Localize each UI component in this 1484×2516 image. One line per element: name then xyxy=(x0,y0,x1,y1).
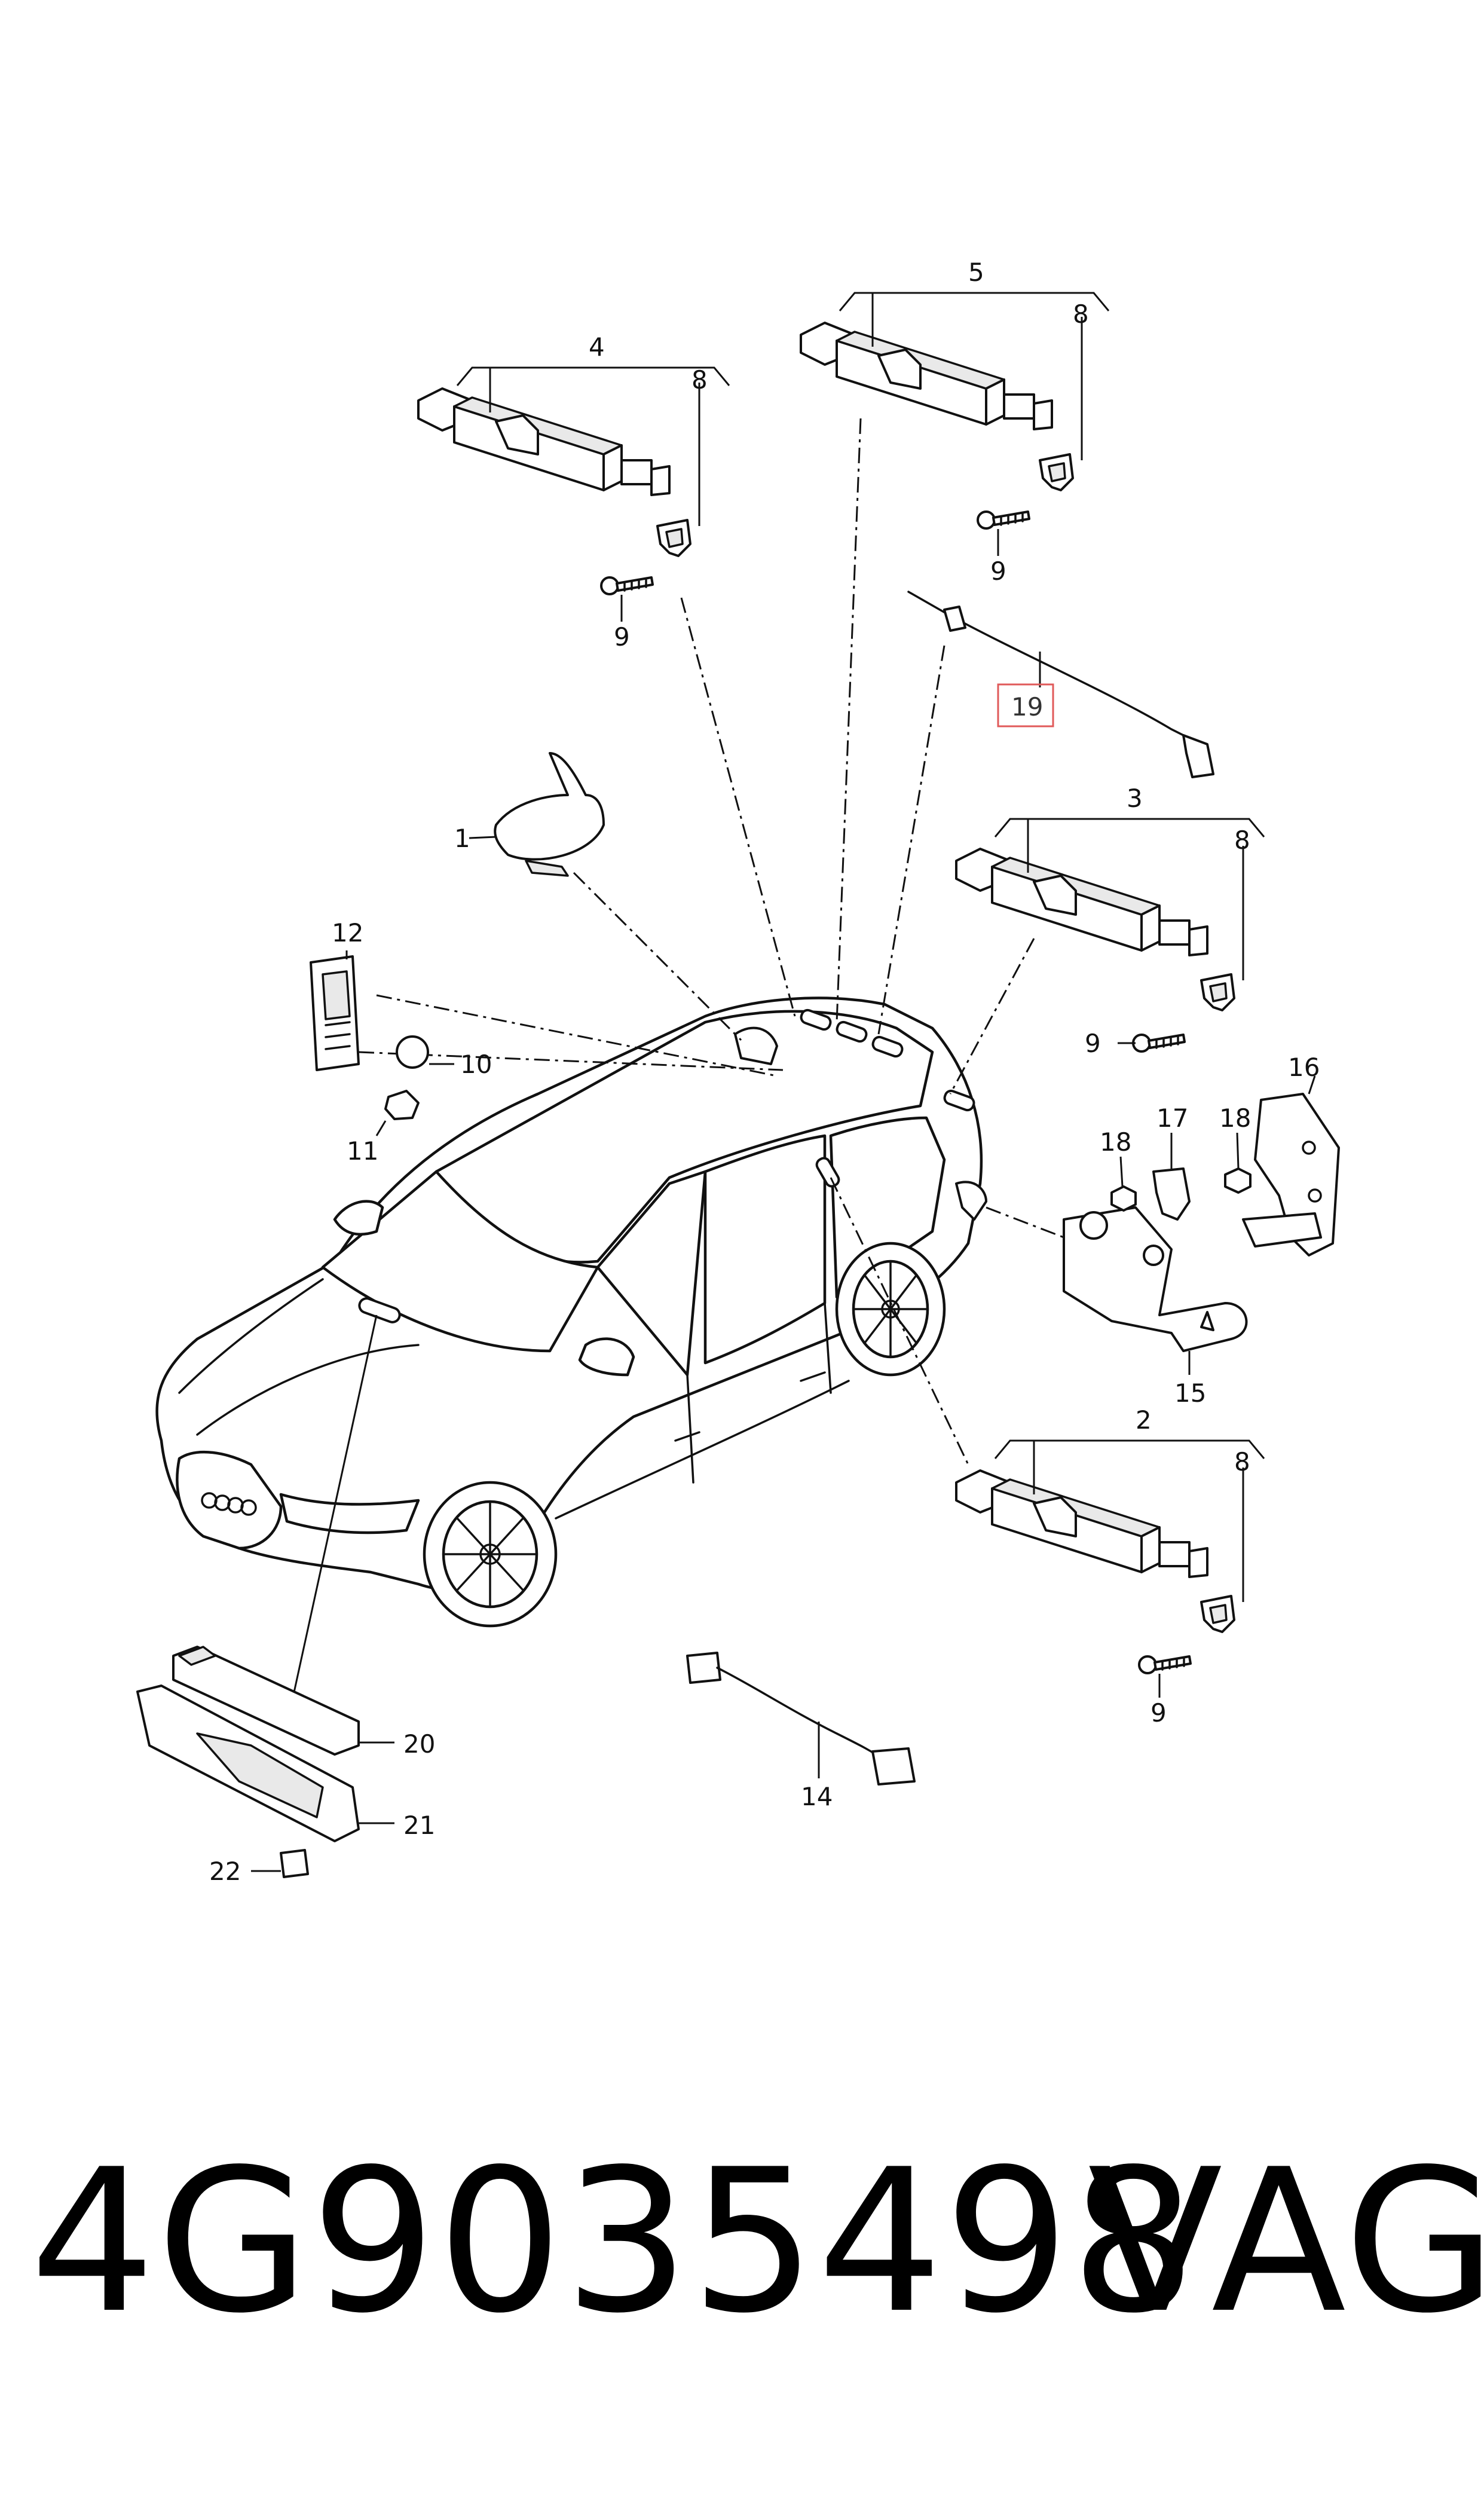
callout-1: 1 xyxy=(454,824,470,853)
antenna-base-slot xyxy=(734,1026,778,1065)
callout-20: 20 xyxy=(403,1729,435,1759)
part-2-amplifier-group xyxy=(955,1439,1265,1698)
callout-9-c: 9 xyxy=(1085,1029,1101,1058)
callout-11: 11 xyxy=(347,1136,378,1166)
highlight-box-19 xyxy=(997,683,1054,727)
callout-21: 21 xyxy=(403,1811,435,1840)
callout-17: 17 xyxy=(1156,1103,1188,1133)
callout-14: 14 xyxy=(801,1782,833,1811)
part-20-module xyxy=(172,1646,394,1756)
callout-16: 16 xyxy=(1288,1053,1320,1082)
callout-18-b: 18 xyxy=(1219,1103,1251,1133)
part-14-cable xyxy=(686,1652,916,1786)
callout-8-a: 8 xyxy=(691,365,708,395)
part-11-nut xyxy=(375,1090,420,1136)
callout-2: 2 xyxy=(1136,1405,1152,1435)
part-17-clip xyxy=(1152,1133,1191,1221)
callout-3: 3 xyxy=(1127,784,1143,813)
callout-9-a: 9 xyxy=(614,622,630,652)
callout-8-b: 8 xyxy=(1073,299,1089,329)
callout-4: 4 xyxy=(589,332,605,362)
rear-wheel xyxy=(835,1242,946,1377)
roof-slot-3 xyxy=(871,1035,904,1058)
part-18-nut-right xyxy=(1224,1132,1252,1194)
callout-19: 19 xyxy=(1011,692,1043,722)
part-22-clip xyxy=(251,1849,309,1878)
windshield-slot xyxy=(358,1297,401,1323)
part-4-amplifier-group xyxy=(417,366,730,622)
part-3-amplifier-group xyxy=(955,818,1265,1053)
part-16-bracket xyxy=(1242,1075,1340,1257)
part-21-housing xyxy=(136,1685,394,1842)
callout-22: 22 xyxy=(209,1857,241,1886)
audi-rings-logo xyxy=(201,1492,257,1516)
part-10-nut xyxy=(396,1035,454,1069)
callout-9-d: 9 xyxy=(1151,1698,1167,1728)
diagram-canvas: 1 2 3 4 5 8 8 8 8 9 9 9 9 10 11 12 14 15… xyxy=(136,258,1340,1886)
front-wheel xyxy=(423,1481,558,1628)
callout-labels: 1 2 3 4 5 8 8 8 8 9 9 9 9 10 11 12 14 15… xyxy=(209,258,1320,1886)
part-18-nut-left xyxy=(1110,1156,1137,1212)
callout-10: 10 xyxy=(460,1050,492,1079)
part-5-amplifier-group xyxy=(800,292,1110,556)
callout-8-c: 8 xyxy=(1234,826,1250,855)
callout-18-a: 18 xyxy=(1100,1127,1131,1157)
car-illustration xyxy=(155,996,987,1628)
rear-bracket-slot xyxy=(955,1181,987,1221)
callout-8-d: 8 xyxy=(1234,1447,1250,1476)
part-number: 4G9035498 xyxy=(30,2127,1198,2356)
callout-9-b: 9 xyxy=(990,557,1006,586)
leader-lines xyxy=(292,418,1064,1698)
brand-name: VAG xyxy=(1088,2127,1484,2356)
part-15-bracket-group xyxy=(1063,1075,1340,1375)
roof-slot-1 xyxy=(800,1008,832,1031)
callout-15: 15 xyxy=(1174,1378,1206,1408)
roof-slot-2 xyxy=(836,1020,868,1043)
callout-12: 12 xyxy=(332,918,363,947)
part-1-roof-antenna xyxy=(469,752,605,877)
callout-5: 5 xyxy=(968,258,984,287)
part-19-antenna-cable xyxy=(907,591,1214,778)
part-12-mount-bracket xyxy=(310,950,454,1136)
roof-slot-4 xyxy=(943,1089,975,1112)
footer-caption: 4G9035498 VAG xyxy=(0,2116,1484,2367)
